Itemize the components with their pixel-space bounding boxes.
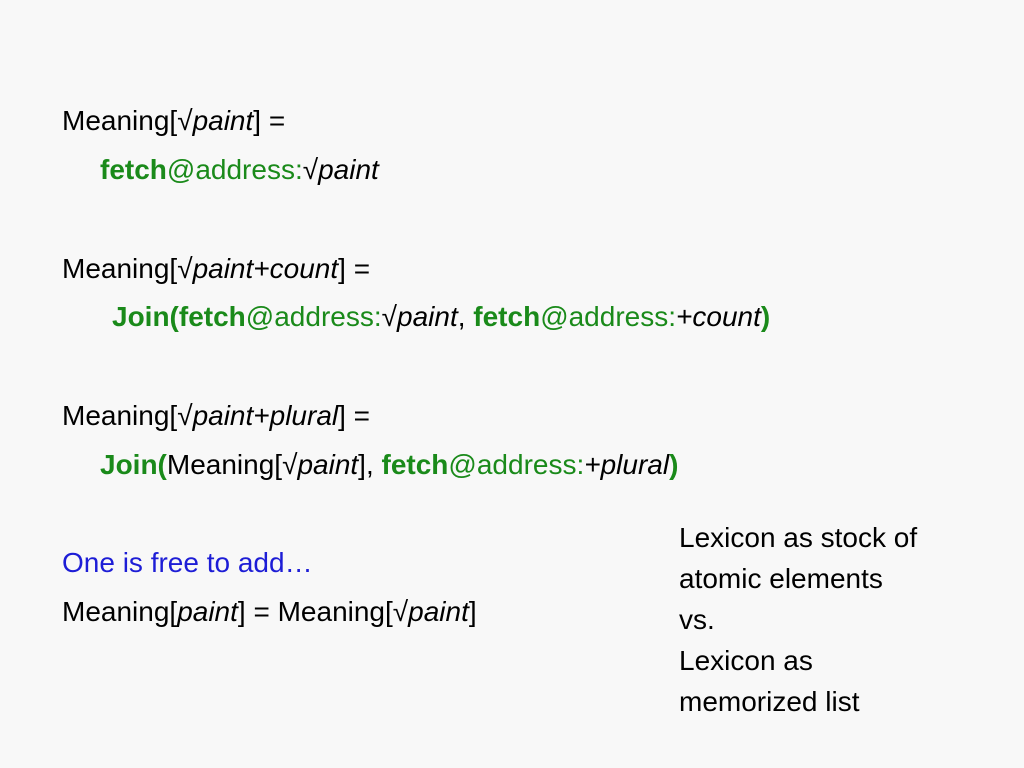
fetch-keyword: fetch [473,301,541,332]
root-symbol: √ [381,301,397,332]
text: ] [468,596,477,627]
side-note-line: Lexicon as stock of [679,522,918,553]
side-note-line: atomic elements [679,563,883,594]
term: paint [318,154,379,185]
free-to-add-note: One is free to add… [62,547,313,578]
fetch-keyword: fetch [381,449,449,480]
term: paint [397,301,458,332]
term: +plural [584,449,670,480]
text: ] = Meaning[ [237,596,393,627]
comma: , [457,301,474,332]
side-note-line: vs. [679,604,715,635]
root-symbol: √ [392,596,409,627]
address-text: @address: [166,154,303,185]
term: paint+count [192,253,339,284]
root-symbol: √ [177,253,193,284]
address-text: @address: [448,449,585,480]
join-keyword: Join( [100,449,167,480]
meaning-paint-heading: Meaning[√paint] = [62,104,285,138]
meaning-paint-plural-heading: Meaning[√paint+plural] = [62,399,370,433]
term: paint [297,449,359,480]
root-symbol: √ [177,400,193,431]
join-paint-count-line: Join(fetch@address:√paint, fetch@address… [112,300,770,334]
fetch-keyword: fetch [178,301,246,332]
join-close: ) [669,449,679,480]
term: paint [177,596,238,627]
join-close: ) [760,301,771,332]
meaning-paint-equivalence: Meaning[paint] = Meaning[√paint] [62,595,477,629]
lexicon-side-note: Lexicon as stock of atomic elements vs. … [679,517,917,722]
text: ], [358,449,374,480]
text: Meaning[ [62,400,178,431]
text: Meaning[ [62,596,178,627]
text: ] = [338,400,371,431]
root-symbol: √ [302,154,319,185]
text: Meaning[ [166,449,283,480]
meaning-paint-count-heading: Meaning[√paint+count] = [62,252,370,286]
text: Meaning[ [62,105,178,136]
address-text: @address: [245,301,382,332]
term: paint [192,105,254,136]
join-keyword: Join( [112,301,179,332]
root-symbol: √ [177,105,193,136]
fetch-keyword: fetch [100,154,167,185]
term: +count [676,301,761,332]
address-text: @address: [540,301,677,332]
term: paint+plural [192,400,339,431]
root-symbol: √ [282,449,298,480]
fetch-paint-line: fetch@address:√paint [100,153,379,187]
text: ] = [253,105,286,136]
side-note-line: Lexicon as [679,645,813,676]
space [374,449,382,480]
side-note-line: memorized list [679,686,860,717]
join-paint-plural-line: Join(Meaning[√paint], fetch@address:+plu… [100,448,678,482]
term: paint [408,596,469,627]
text: ] = [338,253,371,284]
text: Meaning[ [62,253,178,284]
